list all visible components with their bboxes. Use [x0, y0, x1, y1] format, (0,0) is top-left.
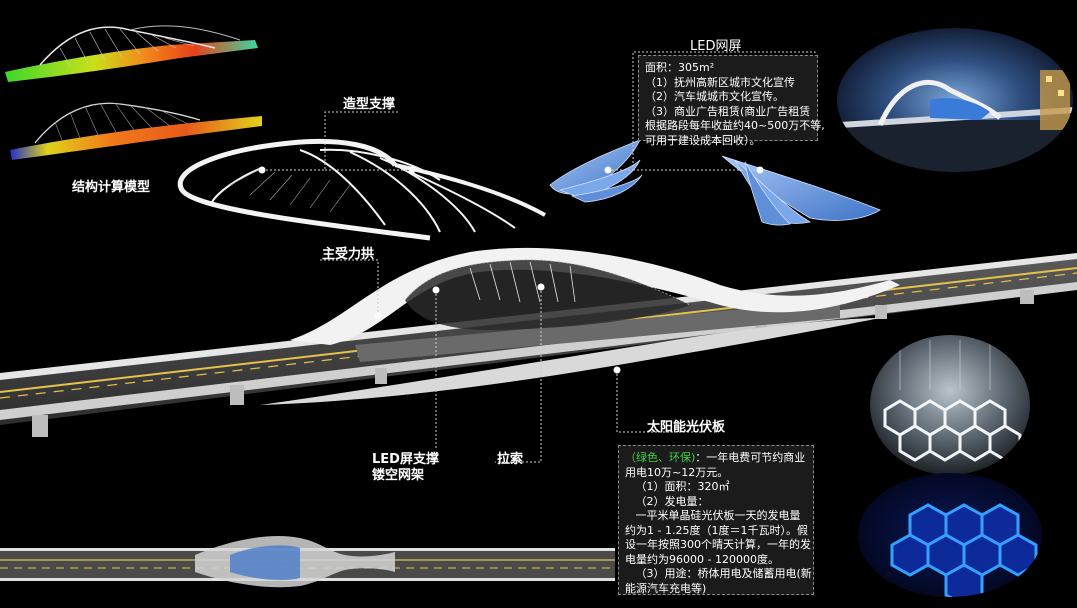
led-info-line: 可用于建设成本回收）。 — [645, 133, 761, 147]
led-screen-label: LED网屏 — [690, 39, 742, 54]
solar-info-line: （绿色、环保)：一年电费可节约商业 — [625, 451, 807, 466]
night-render-image — [837, 28, 1073, 172]
hex-solar-photo — [870, 335, 1030, 475]
solar-info-line: 电量约为96000 - 120000度。 — [625, 552, 779, 566]
callout-lines — [262, 51, 816, 463]
structural-model-label: 结构计算模型 — [72, 180, 151, 195]
led-support-label-line1: LED屏支撑 — [372, 452, 439, 467]
led-info-line: （2）汽车城城市文化宣传。 — [645, 90, 784, 103]
glowing-hex-photo — [858, 473, 1042, 597]
structural-model-top — [5, 25, 258, 82]
led-info-line: 根据路段每年收益约40~500万不等, — [645, 119, 825, 132]
main-arch-label: 主受力拱 — [322, 247, 375, 262]
solar-info-line: （2）发电量： — [625, 494, 709, 508]
solar-first-rest: ：一年电费可节约商业 — [695, 451, 806, 464]
led-info-box: 面积：305m² （1）抚州高新区城市文化宣传 （2）汽车城城市文化宣传。 （3… — [638, 55, 825, 147]
led-info-line: 面积：305m² — [645, 61, 715, 74]
led-support-label: LED屏支撑 镂空网架 — [372, 452, 439, 484]
cable-label: 拉索 — [497, 452, 524, 467]
main-bridge-render — [0, 247, 1077, 437]
structural-model-bottom — [10, 102, 262, 160]
solar-info-line: 约为1 - 1.25度（1度＝1千瓦时）。假 — [625, 523, 808, 537]
solar-info-line: 能源汽车充电等) — [625, 581, 707, 595]
solar-green-text: （绿色、环保) — [625, 451, 696, 464]
solar-panel-label: 太阳能光伏板 — [647, 420, 726, 435]
plan-view-render — [0, 535, 615, 588]
solar-info-line: （3）用途：桥体用电及储蓄用电(新 — [625, 567, 812, 580]
solar-info-line: 用电10万~12万元。 — [625, 465, 729, 479]
led-info-line: （1）抚州高新区城市文化宣传 — [645, 75, 795, 89]
led-support-label-line2: 镂空网架 — [372, 468, 425, 483]
shape-support-label: 造型支撑 — [343, 97, 396, 112]
solar-info-line: 一平米单晶硅光伏板一天的发电量 — [625, 509, 801, 522]
solar-info-line: （1）面积：320㎡ — [625, 480, 730, 493]
shape-support-drawing — [177, 138, 546, 241]
callout-dots — [258, 166, 764, 374]
solar-info-box: （绿色、环保)：一年电费可节约商业 用电10万~12万元。 （1）面积：320㎡… — [618, 445, 814, 595]
solar-info-line: 设一年按照300个晴天计算，一年的发 — [625, 538, 811, 551]
led-info-line: （3）商业广告租赁(商业广告租赁 — [645, 104, 811, 118]
led-panel-drawing — [549, 139, 881, 226]
